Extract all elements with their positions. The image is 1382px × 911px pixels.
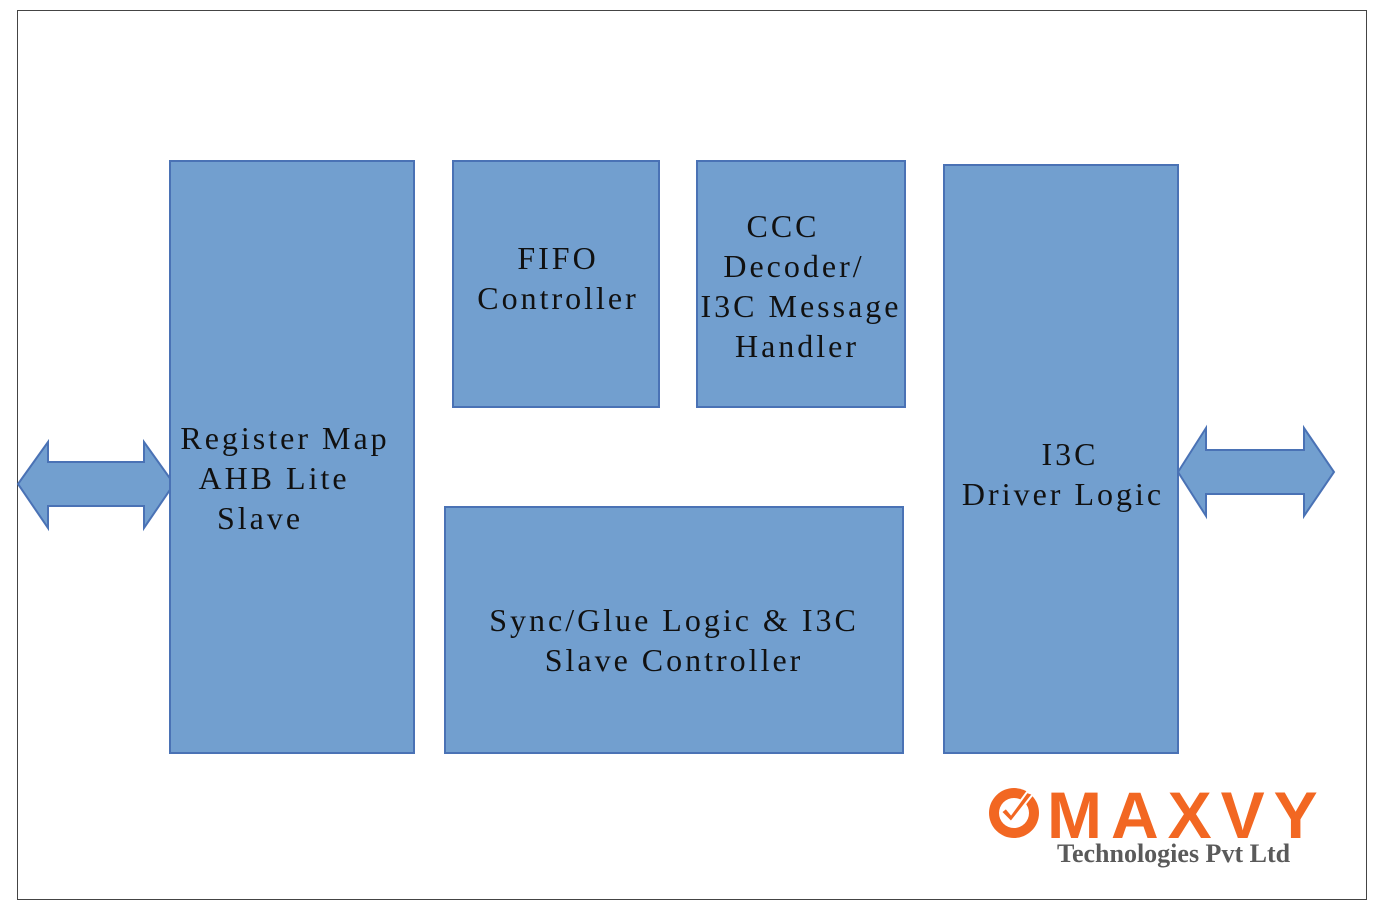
- right-arrow-shape: [1176, 424, 1336, 520]
- right-bidirectional-arrow: [1176, 424, 1336, 520]
- sync-glue-line-2: Slave Controller: [544, 642, 804, 678]
- i3c-driver-line-1: I3C: [1041, 436, 1099, 472]
- sync-glue-logic-block: [444, 506, 904, 754]
- ccc-decoder-label: CCC Decoder/ I3C Message Handler: [692, 206, 910, 366]
- sync-glue-logic-label: Sync/Glue Logic & I3C Slave Controller: [444, 600, 904, 680]
- logo-subtitle: Technologies Pvt Ltd: [1057, 839, 1291, 868]
- register-map-block: [169, 160, 415, 754]
- register-map-line-3: Slave: [216, 500, 304, 536]
- i3c-driver-line-2: Driver Logic: [961, 476, 1165, 512]
- fifo-controller-line-2: Controller: [477, 280, 639, 316]
- maxvy-logo: MAXVY Technologies Pvt Ltd: [985, 780, 1330, 875]
- sync-glue-line-1: Sync/Glue Logic & I3C: [489, 602, 859, 638]
- i3c-driver-logic-block: [943, 164, 1179, 754]
- ccc-decoder-line-4: Handler: [734, 328, 860, 364]
- check-circle-icon: [989, 788, 1039, 838]
- fifo-controller-line-1: FIFO: [517, 240, 599, 276]
- i3c-driver-logic-label: I3C Driver Logic: [950, 434, 1176, 514]
- register-map-label: Register Map AHB Lite Slave: [175, 418, 395, 538]
- fifo-controller-label: FIFO Controller: [452, 238, 664, 318]
- ccc-decoder-line-3: I3C Message: [700, 288, 902, 324]
- fifo-controller-block: [452, 160, 660, 408]
- register-map-line-1: Register Map: [180, 420, 390, 456]
- register-map-line-2: AHB Lite: [198, 460, 350, 496]
- logo-wordmark: MAXVY: [1047, 778, 1327, 852]
- ccc-decoder-line-1: CCC: [746, 208, 820, 244]
- ccc-decoder-block: [696, 160, 906, 408]
- ccc-decoder-line-2: Decoder/: [723, 248, 865, 284]
